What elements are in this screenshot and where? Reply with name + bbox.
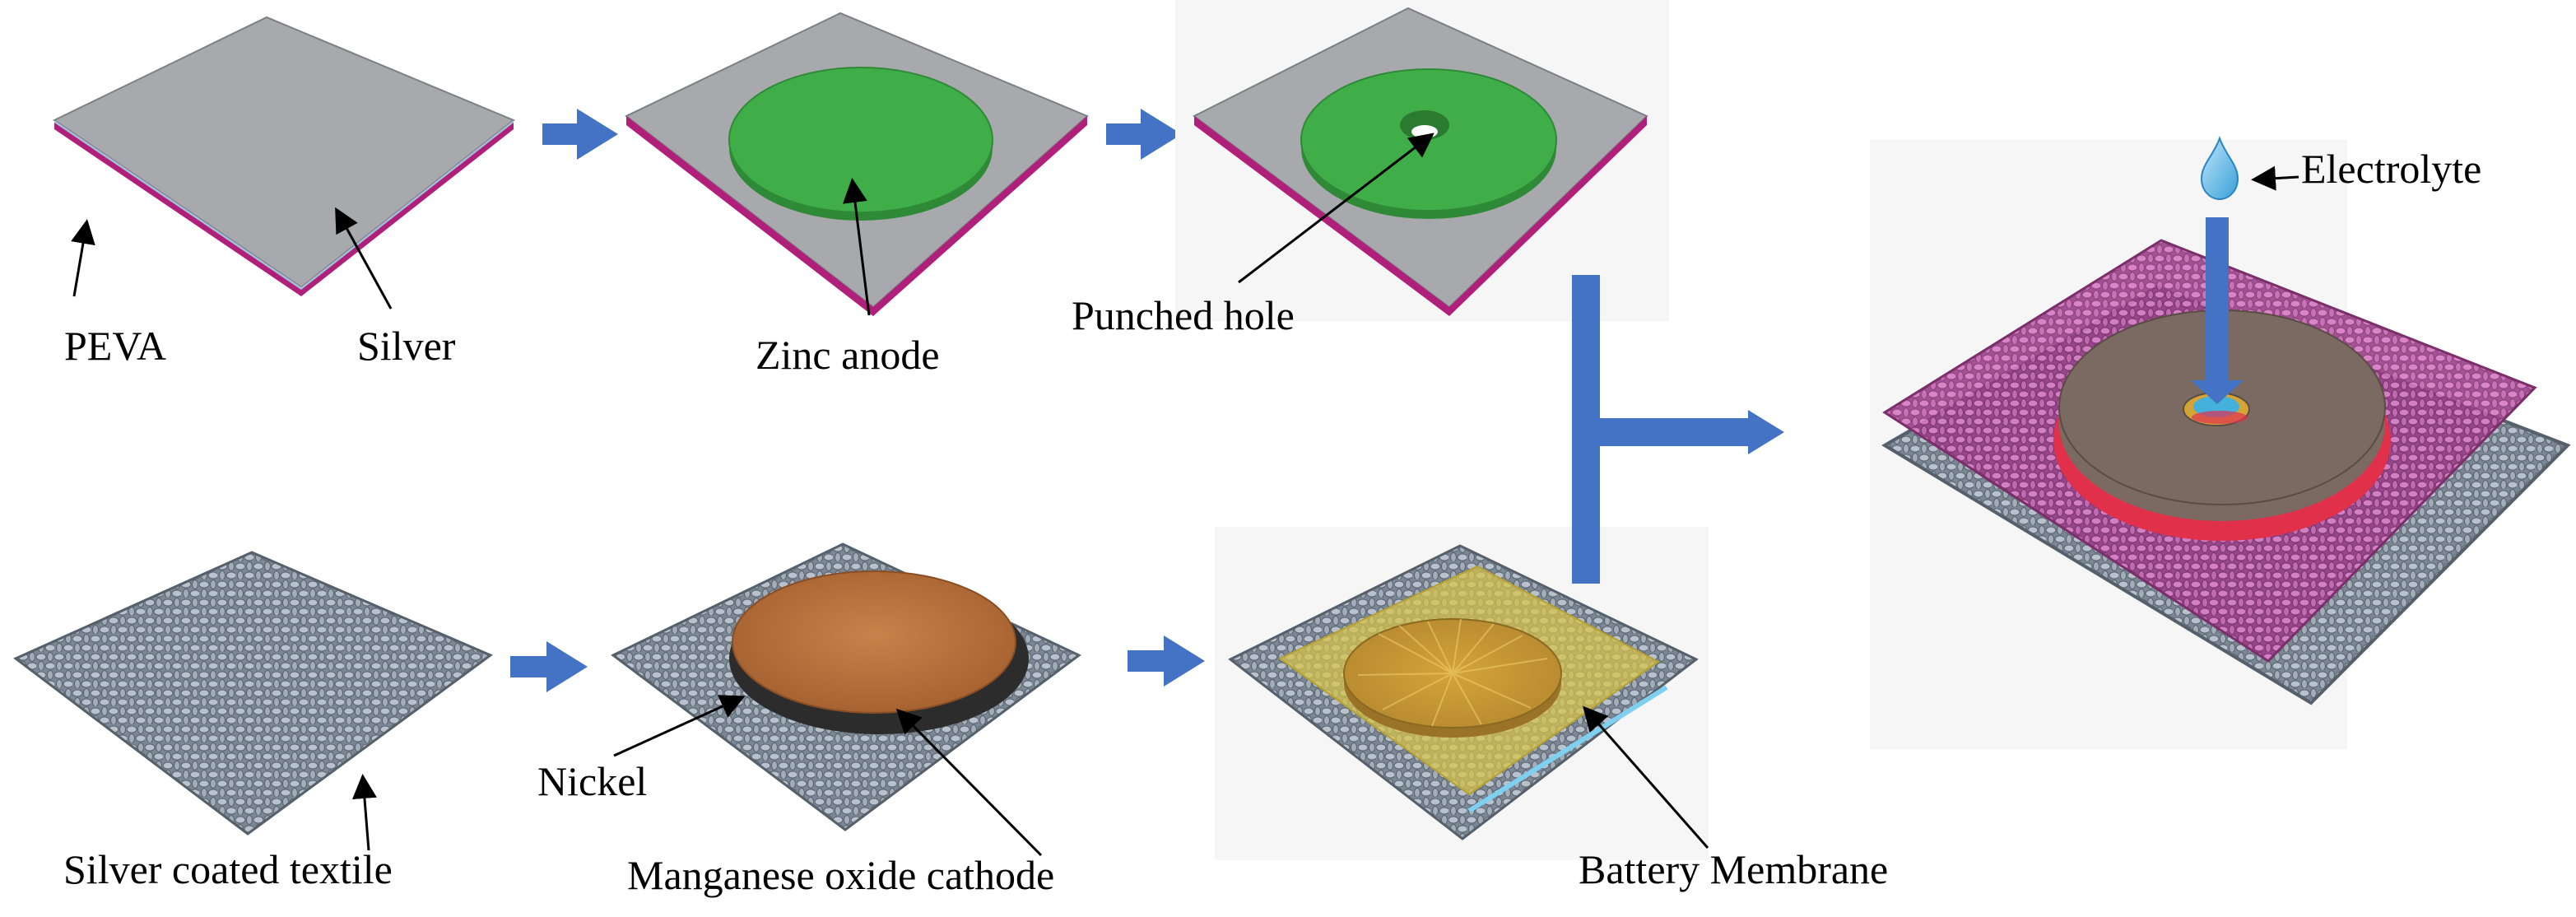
label-silver: Silver: [357, 323, 456, 369]
flow-arrow-4: [1128, 635, 1205, 687]
membrane-textile: [1228, 544, 1699, 840]
silver-pointer: [335, 207, 393, 310]
label-electrolyte: Electrolyte: [2301, 146, 2481, 192]
label-battery-membrane: Battery Membrane: [1579, 846, 1888, 892]
cathode-textile: [611, 542, 1081, 831]
membrane-pointer: [1583, 705, 1709, 849]
nickel-pointer: [613, 695, 746, 757]
electrolyte-arrow: [2191, 217, 2244, 404]
punched-hole-sheet: [1193, 7, 1648, 316]
label-nickel: Nickel: [537, 758, 647, 804]
peva-pointer: [71, 219, 95, 297]
electrolyte-drop: [2200, 135, 2239, 201]
textile-pointer: [351, 774, 377, 851]
label-manganese-oxide-cathode: Manganese oxide cathode: [627, 852, 1054, 898]
cathode-disk: [732, 570, 1016, 714]
electrolyte-pointer: [2251, 165, 2299, 191]
label-peva: PEVA: [64, 323, 166, 369]
zinc-anode-pointer: [843, 178, 871, 316]
label-zinc-anode: Zinc anode: [756, 332, 940, 378]
assembled-battery: [1881, 239, 2571, 705]
label-punched-hole: Punched hole: [1072, 292, 1295, 338]
assembly-connector-arrow: [1572, 275, 1784, 584]
cathode-pointer: [895, 708, 1043, 857]
silver-peva-sheet: [53, 16, 515, 296]
silver-coated-textile: [13, 551, 493, 836]
label-silver-coated-textile: Silver coated textile: [63, 846, 393, 892]
flow-arrow-2: [1106, 109, 1182, 160]
punched-hole-pointer: [1238, 133, 1434, 284]
zinc-anode-sheet: [625, 12, 1089, 316]
flow-arrow-3: [510, 641, 588, 692]
flow-arrow-1: [542, 109, 618, 160]
